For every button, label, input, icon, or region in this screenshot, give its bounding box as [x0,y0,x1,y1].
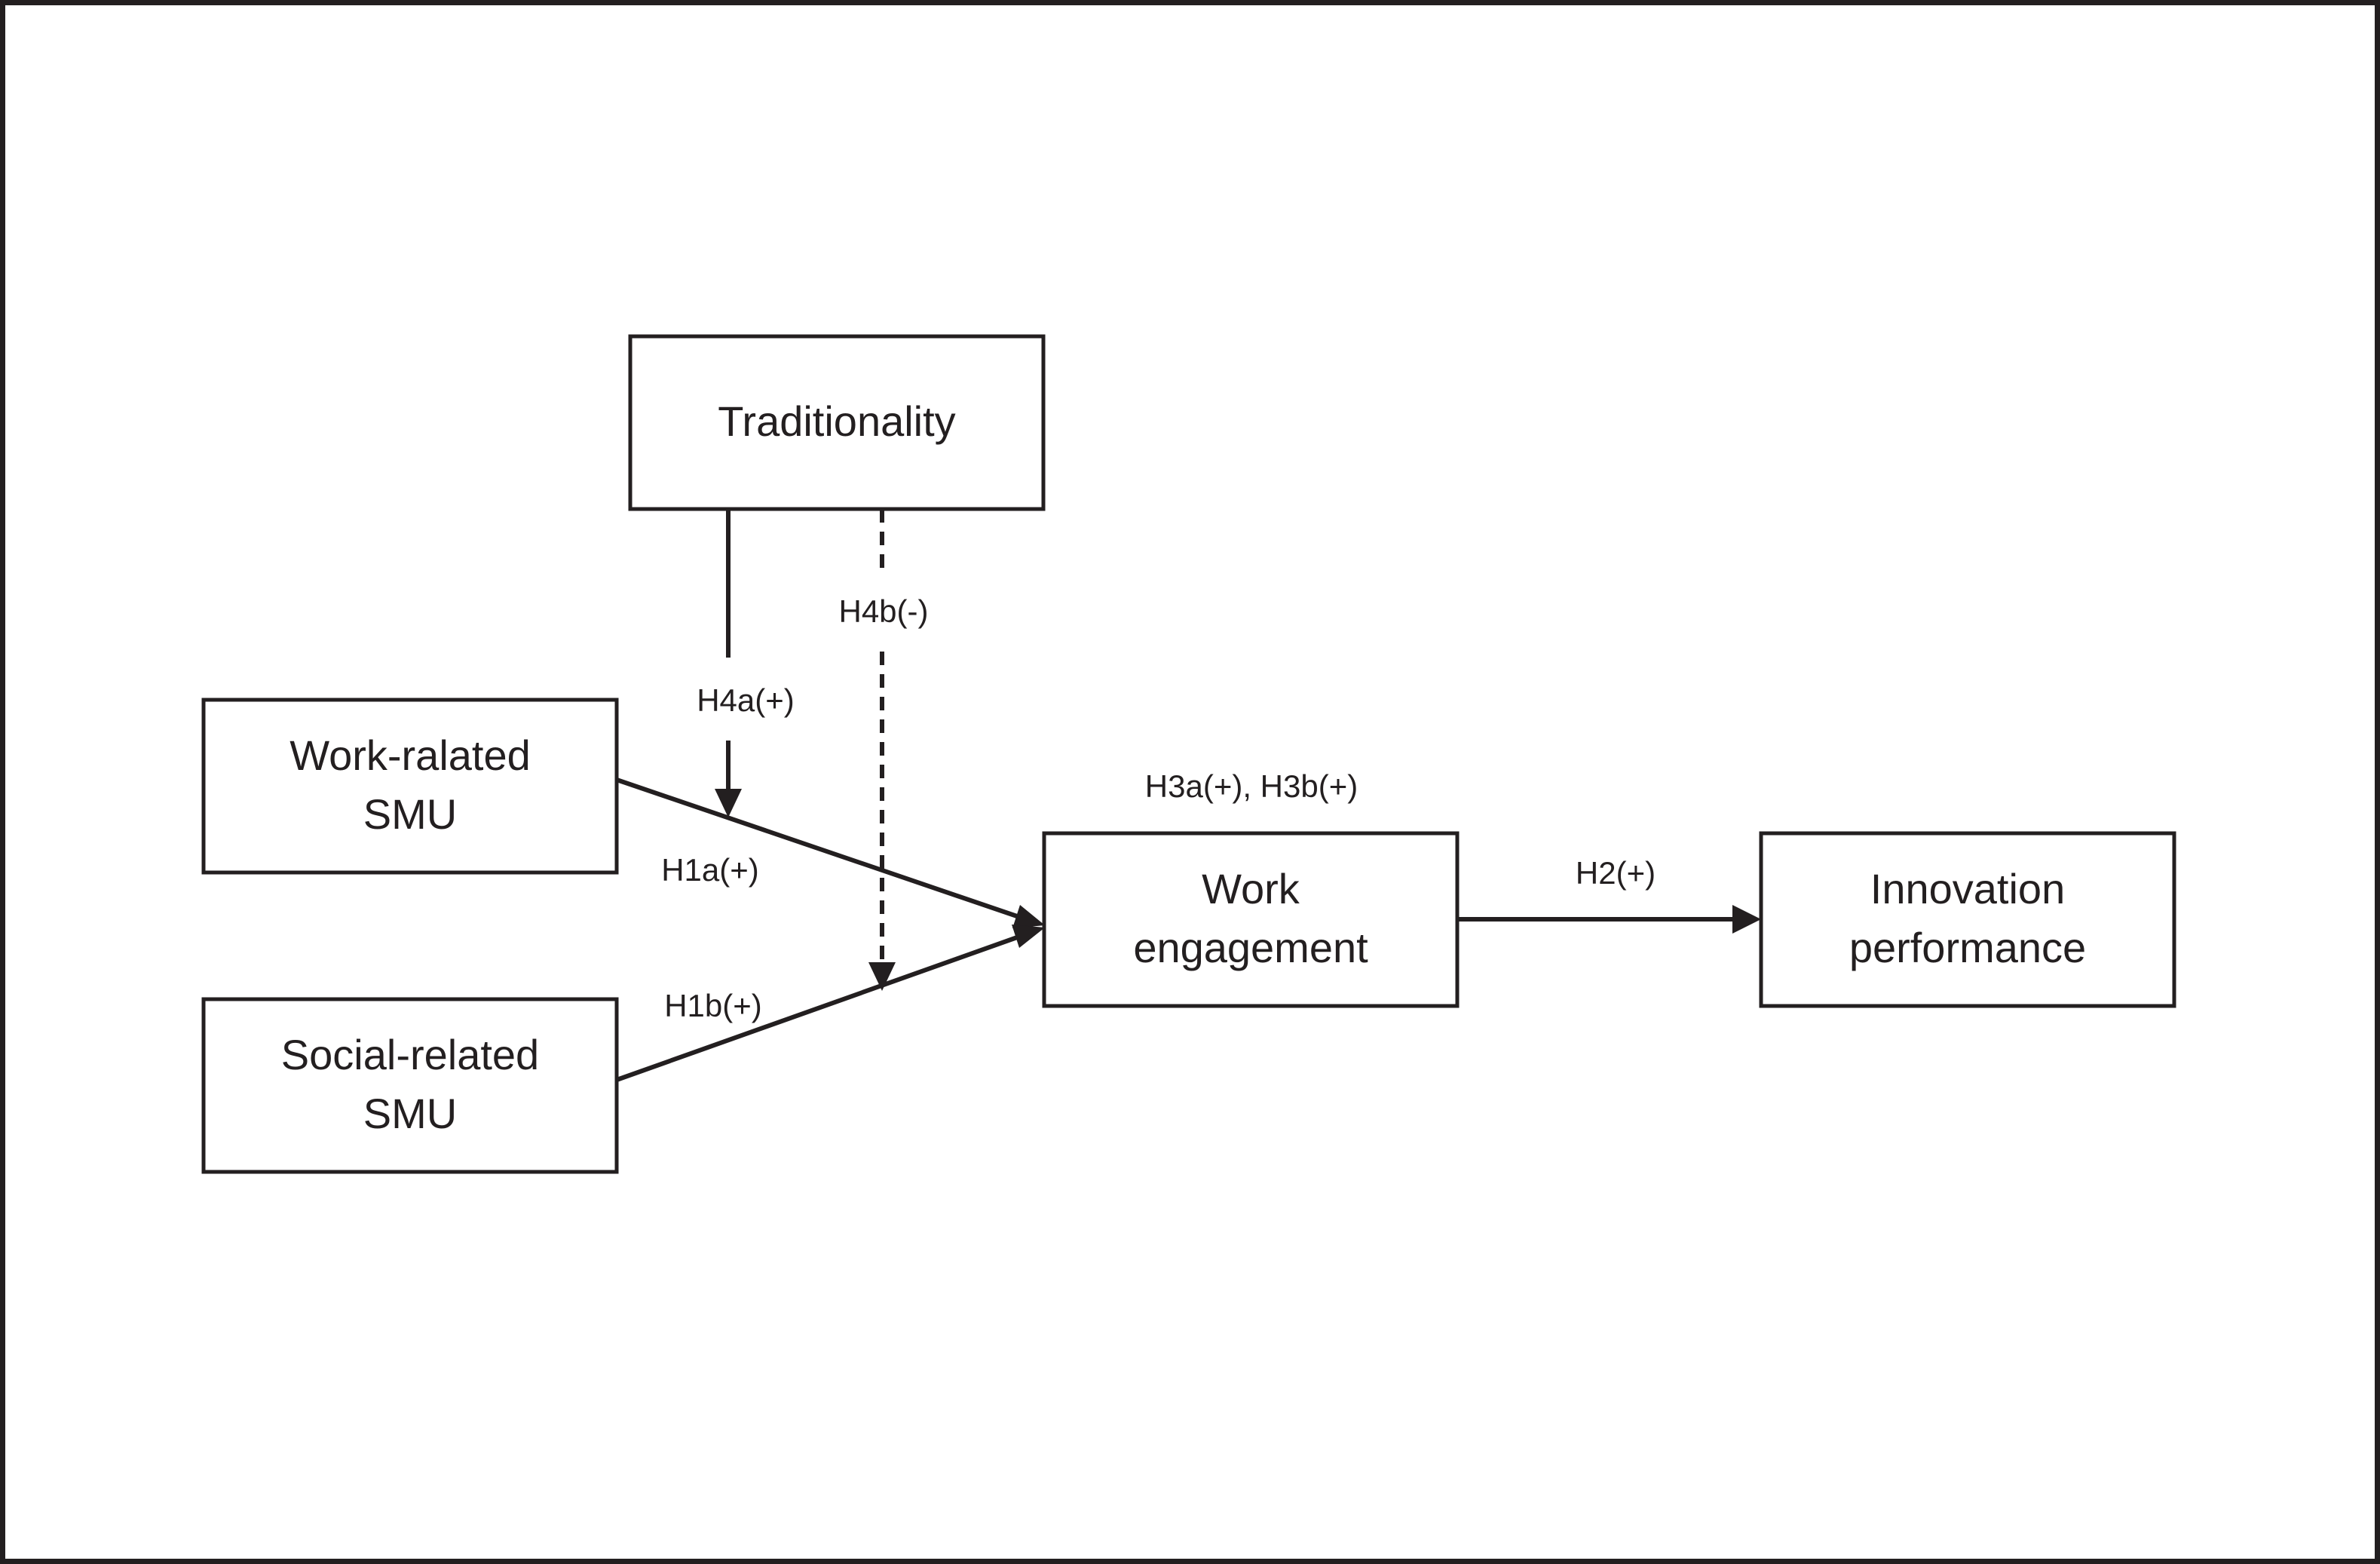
edge-label-h1b: H1b(+) [664,988,762,1023]
node-work-related-smu-label-line1: Work-ralated [289,731,531,779]
edge-h2-arrowhead [1732,905,1761,934]
node-work-engagement-label-line2: engagement [1133,924,1368,971]
edge-h1a-arrowhead [1012,905,1045,928]
node-innovation-performance: Innovation performance [1759,831,2176,1008]
edge-label-h3: H3a(+), H3b(+) [1145,768,1358,804]
node-work-related-smu-label-line2: SMU [363,790,457,838]
edge-h1a [616,777,1020,919]
node-innovation-performance-label-line2: performance [1849,924,2086,971]
node-social-related-smu-label-line1: Social-related [281,1031,539,1078]
edge-label-h4a: H4a(+) [697,682,795,718]
edge-h4a-arrowhead [715,789,742,817]
node-traditionality-label: Traditionality [718,397,955,445]
node-traditionality: Traditionality [628,334,1046,511]
node-social-related-smu: Social-related SMU [201,997,619,1174]
edge-label-h4b: H4b(-) [838,593,928,629]
edge-h4b-arrowhead [868,962,896,991]
node-social-related-smu-label-line2: SMU [363,1090,457,1137]
edge-label-h1a: H1a(+) [661,852,759,888]
node-innovation-performance-label-line1: Innovation [1870,865,2065,912]
node-work-engagement: Work engagement [1042,831,1460,1008]
edge-h1b-arrowhead [1012,925,1045,948]
edge-label-h2: H2(+) [1576,855,1656,891]
edge-h1b [615,934,1021,1082]
node-work-engagement-label-line1: Work [1202,865,1300,912]
node-work-related-smu: Work-ralated SMU [201,698,619,875]
